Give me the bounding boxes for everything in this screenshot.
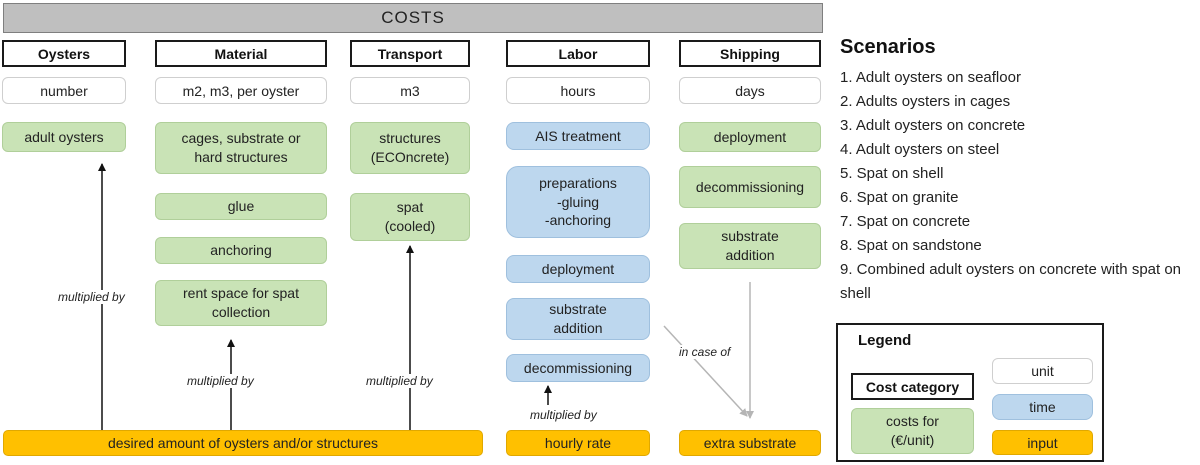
legend-time: time — [992, 394, 1093, 420]
legend-cost-category: Cost category — [851, 373, 974, 400]
scenario-item: 7. Spat on concrete — [840, 213, 971, 230]
category-labor: Labor — [506, 40, 650, 67]
legend-costs-line1: costs for — [886, 413, 939, 430]
scenario-item: 9. Combined adult oysters on concrete wi… — [840, 261, 1182, 302]
box-shipping-substrate-line2: addition — [725, 247, 775, 263]
category-shipping: Shipping — [679, 40, 821, 67]
box-prep-line3: -anchoring — [544, 212, 612, 229]
box-labor-substrate: substrate addition — [506, 298, 650, 340]
scenario-item: 6. Spat on granite — [840, 189, 959, 206]
box-spat-line1: spat — [396, 199, 424, 216]
scenarios-title: Scenarios — [840, 36, 936, 58]
arrow-labor-diagonal — [663, 325, 748, 417]
legend-title: Legend — [858, 332, 912, 349]
label-multiplied-by-material: multiplied by — [185, 374, 256, 388]
box-spat-cooled: spat (cooled) — [350, 193, 470, 241]
box-structures-line1: structures — [379, 130, 441, 147]
box-spat-line2: (cooled) — [384, 218, 436, 234]
box-rent-line1: rent space for spat — [183, 285, 299, 302]
scenarios-list: 1. Adult oysters on seafloor 2. Adults o… — [840, 66, 1200, 306]
scenario-item: 1. Adult oysters on seafloor — [840, 69, 1021, 86]
box-prep-line2: -gluing — [556, 193, 600, 210]
box-structures: structures (ECOncrete) — [350, 122, 470, 174]
scenario-item: 5. Spat on shell — [840, 165, 944, 182]
category-material: Material — [155, 40, 327, 67]
legend-unit: unit — [992, 358, 1093, 384]
box-shipping-substrate: substrate addition — [679, 223, 821, 269]
costs-header: COSTS — [3, 3, 823, 33]
unit-shipping: days — [679, 77, 821, 104]
box-rent-line2: collection — [211, 304, 271, 320]
box-anchoring: anchoring — [155, 237, 327, 264]
box-cages-line2: hard structures — [194, 149, 288, 165]
box-structures-line2: (ECOncrete) — [370, 149, 450, 165]
box-labor-substrate-line1: substrate — [549, 301, 607, 318]
label-in-case-of: in case of — [677, 345, 733, 359]
input-desired-amount: desired amount of oysters and/or structu… — [3, 430, 483, 456]
label-multiplied-by-labor: multiplied by — [528, 408, 599, 422]
scenario-item: 2. Adults oysters in cages — [840, 93, 1011, 110]
box-labor-decommissioning: decommissioning — [506, 354, 650, 382]
unit-oysters: number — [2, 77, 126, 104]
legend-costs-line2: (€/unit) — [890, 432, 935, 448]
label-multiplied-by-oysters: multiplied by — [56, 290, 127, 304]
scenario-item: 3. Adult oysters on concrete — [840, 117, 1026, 134]
category-oysters: Oysters — [2, 40, 126, 67]
box-cages-substrate: cages, substrate or hard structures — [155, 122, 327, 174]
input-hourly-rate: hourly rate — [506, 430, 650, 456]
category-transport: Transport — [350, 40, 470, 67]
box-shipping-substrate-line1: substrate — [721, 228, 779, 245]
unit-material: m2, m3, per oyster — [155, 77, 327, 104]
box-adult-oysters: adult oysters — [2, 122, 126, 152]
box-labor-deployment: deployment — [506, 255, 650, 283]
legend-input: input — [992, 430, 1093, 455]
label-multiplied-by-transport: multiplied by — [364, 374, 435, 388]
box-shipping-deployment: deployment — [679, 122, 821, 152]
box-prep-line1: preparations — [539, 174, 617, 191]
box-preparations: preparations -gluing -anchoring — [506, 166, 650, 238]
box-glue: glue — [155, 193, 327, 220]
unit-labor: hours — [506, 77, 650, 104]
unit-transport: m3 — [350, 77, 470, 104]
box-cages-line1: cages, substrate or — [181, 130, 301, 147]
scenario-item: 4. Adult oysters on steel — [840, 141, 1000, 158]
box-ais-treatment: AIS treatment — [506, 122, 650, 150]
legend-costs-for: costs for (€/unit) — [851, 408, 974, 454]
box-labor-substrate-line2: addition — [553, 320, 603, 336]
box-shipping-decommissioning: decommissioning — [679, 166, 821, 208]
input-extra-substrate: extra substrate — [679, 430, 821, 456]
box-rent-space: rent space for spat collection — [155, 280, 327, 326]
scenario-item: 8. Spat on sandstone — [840, 237, 982, 254]
